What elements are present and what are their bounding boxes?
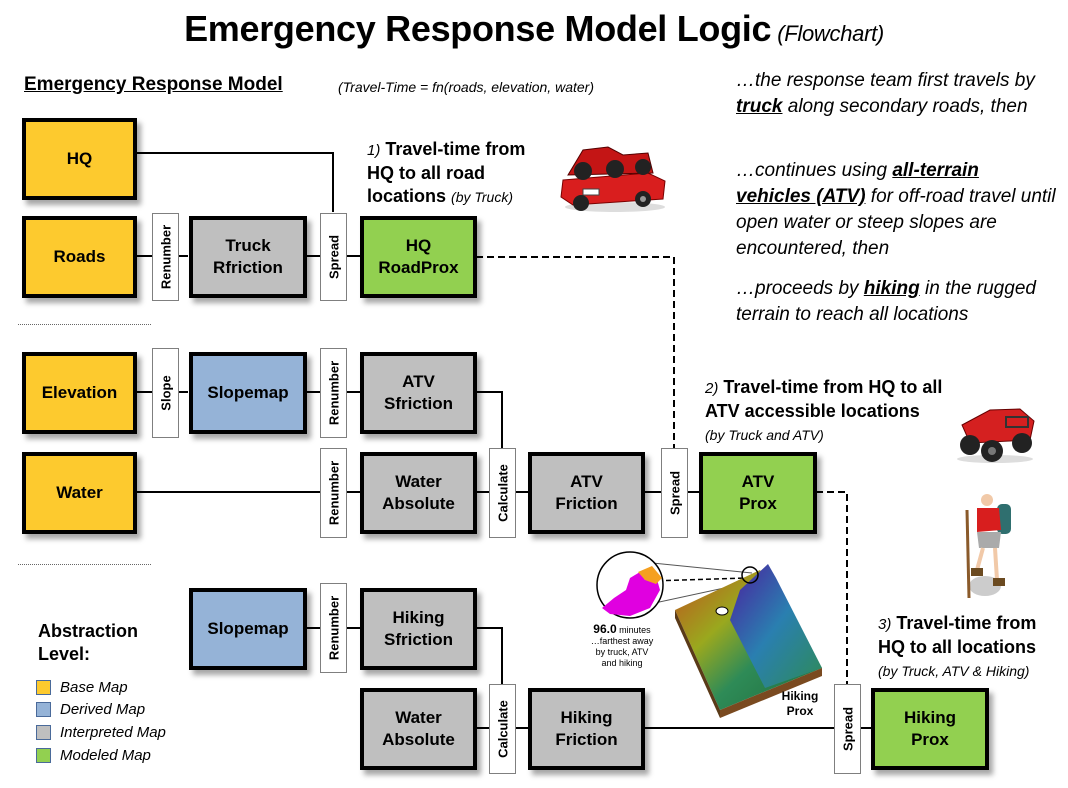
link-atvsf-calculate [476,391,503,451]
terrain-surface-image [596,551,822,718]
node-hiking-prox[interactable]: Hiking Prox [871,688,989,770]
separator [18,324,151,325]
legend-item-interpreted-map: Interpreted Map [36,722,166,742]
separator [18,564,151,565]
legend-swatch [36,724,51,740]
node-roads[interactable]: Roads [22,216,137,298]
link-atvprox-hikingspread-dashed [816,491,848,685]
legend-item-base-map: Base Map [36,677,128,697]
terrain-hiking-prox-label: Hiking Prox [781,689,819,718]
narrative-atv: …continues using all-terrain vehicles (A… [736,160,1056,259]
legend-swatch [36,701,51,717]
op-spread[interactable]: Spread [834,684,861,774]
op-renumber[interactable]: Renumber [320,348,347,438]
node-elevation[interactable]: Elevation [22,352,137,434]
step-3-annotation: 3) Travel-time from HQ to all locations … [878,613,1037,679]
node-water[interactable]: Water [22,452,137,534]
link-hikingsf-calculate [476,627,503,685]
node-atv-prox[interactable]: ATV Prox [699,452,817,534]
step-1-annotation: 1) Travel-time from HQ to all road locat… [367,139,526,206]
legend-title: Abstraction Level: [38,621,139,664]
model-formula: (Travel-Time = fn(roads, elevation, wate… [338,79,594,95]
op-spread[interactable]: Spread [320,213,347,301]
op-spread[interactable]: Spread [661,448,688,538]
node-water-absolute[interactable]: Water Absolute [360,452,477,534]
title-main: Emergency Response Model Logic [184,8,772,49]
legend-swatch [36,747,51,763]
link-hq-spread [135,152,334,212]
legend-item-modeled-map: Modeled Map [36,745,151,765]
node-water-absolute-hiking[interactable]: Water Absolute [360,688,477,770]
op-calculate[interactable]: Calculate [489,684,516,774]
node-hq-roadprox[interactable]: HQ RoadProx [360,216,477,298]
node-hq[interactable]: HQ [22,118,137,200]
node-truck-rfriction[interactable]: Truck Rfriction [189,216,307,298]
title-sub: (Flowchart) [777,21,884,46]
narrative-truck: …the response team first travels by truc… [736,70,1035,117]
terrain-caption: 96.0 minutes…farthest away by truck, ATV… [590,622,654,668]
model-header: Emergency Response Model [24,74,283,95]
link-roadprox-atvspread-dashed [476,256,675,451]
node-slopemap-hiking[interactable]: Slopemap [189,588,307,670]
page-title: Emergency Response Model Logic(Flowchart… [0,8,1068,50]
node-atv-sfriction[interactable]: ATV Sfriction [360,352,477,434]
narrative-hiking: …proceeds by hiking in the rugged terrai… [736,278,1036,325]
node-hiking-sfriction[interactable]: Hiking Sfriction [360,588,477,670]
node-hiking-friction[interactable]: Hiking Friction [528,688,645,770]
step-2-annotation: 2) Travel-time from HQ to all ATV access… [705,377,943,443]
op-renumber[interactable]: Renumber [320,583,347,673]
op-calculate[interactable]: Calculate [489,448,516,538]
hiker-image [965,494,1011,599]
node-atv-friction[interactable]: ATV Friction [528,452,645,534]
op-slope[interactable]: Slope [152,348,179,438]
node-slopemap[interactable]: Slopemap [189,352,307,434]
op-renumber[interactable]: Renumber [320,448,347,538]
op-renumber[interactable]: Renumber [152,213,179,301]
truck-with-atvs-image [560,146,666,212]
legend-item-derived-map: Derived Map [36,699,145,719]
atv-image [957,408,1035,463]
legend-swatch [36,679,51,695]
magnifier-pointer-dashed [649,577,747,582]
magnifier-inset [596,551,664,619]
